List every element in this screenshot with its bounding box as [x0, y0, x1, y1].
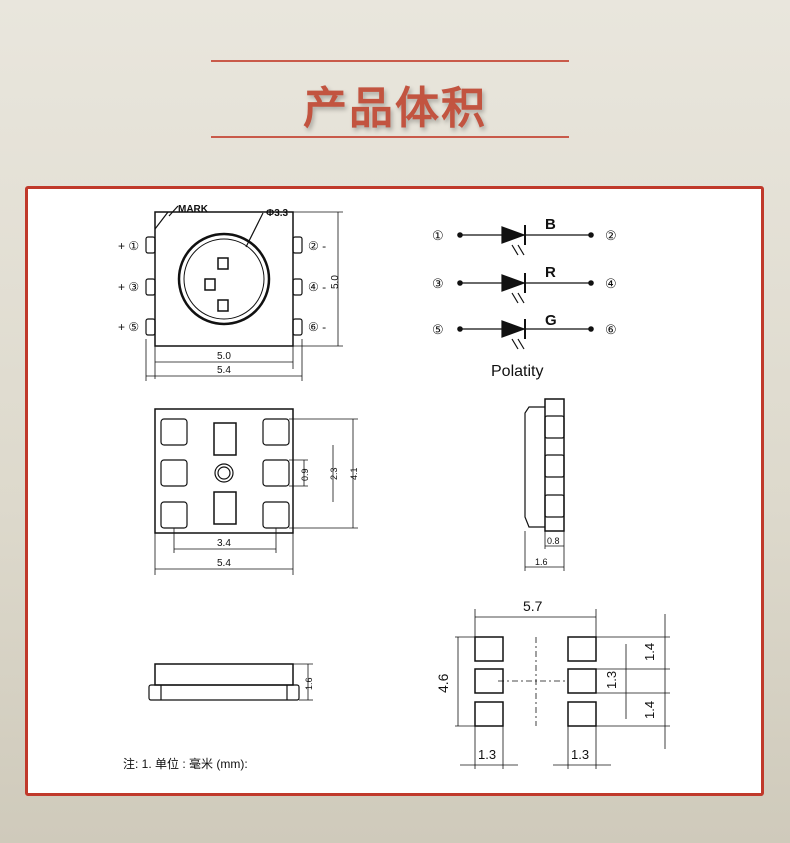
phi-label: Φ3.3 — [266, 208, 289, 219]
circuit-pin-4: ④ — [605, 276, 617, 291]
pin-label-2: ② - — [308, 239, 326, 253]
footprint-dim-width: 5.7 — [523, 598, 543, 614]
footprint-dim-pitch-bottom: 1.4 — [642, 701, 657, 719]
polarity-circuit: ① B ② ③ R ④ ⑤ — [432, 216, 617, 380]
footprint-dim-pad-left: 1.3 — [478, 747, 496, 762]
circuit-row-b: ① B ② — [432, 216, 617, 256]
top-dim-height: 5.0 — [330, 275, 341, 289]
side-dim-width: 1.6 — [535, 557, 548, 567]
footprint-dim-pad-right: 1.3 — [571, 747, 589, 762]
bottom-view: 0.9 2.3 4.1 3.4 5.4 — [154, 408, 359, 575]
side-dim-pad: 0.8 — [547, 536, 560, 546]
pin-label-5: + ⑤ — [118, 320, 139, 334]
circuit-pin-6: ⑥ — [605, 322, 617, 337]
top-dim-width-outer: 5.4 — [217, 365, 231, 376]
top-view: MARK Φ3.3 + ① + ③ + ⑤ ② - ④ - ⑥ - 5.0 5.… — [118, 204, 343, 381]
unit-note: 注: 1. 单位 : 毫米 (mm): — [123, 756, 248, 771]
footprint-dim-pad: 1.3 — [604, 671, 619, 689]
circuit-row-g: ⑤ G ⑥ — [432, 312, 617, 350]
lens-outer — [177, 232, 271, 326]
circuit-pin-2: ② — [605, 228, 617, 243]
dimension-drawing: MARK Φ3.3 + ① + ③ + ⑤ ② - ④ - ⑥ - 5.0 5.… — [118, 204, 670, 771]
title-rule-top — [211, 60, 569, 62]
top-dim-width-inner: 5.0 — [217, 351, 231, 362]
circuit-row-r: ③ R ④ — [432, 264, 617, 304]
footprint-dim-pitch-top: 1.4 — [642, 643, 657, 661]
bottom-dim-pitch: 0.9 — [300, 468, 310, 481]
color-label-b: B — [545, 216, 556, 233]
circuit-pin-3: ③ — [432, 276, 444, 291]
bottom-dim-height: 4.1 — [349, 467, 359, 480]
bottom-dim-mid: 2.3 — [329, 467, 339, 480]
page-title: 产品体积 — [303, 83, 487, 134]
pin-label-4: ④ - — [308, 280, 326, 294]
lens-inner — [183, 238, 265, 320]
color-label-r: R — [545, 264, 556, 281]
footprint-dim-height: 4.6 — [435, 673, 451, 693]
circuit-pin-1: ① — [432, 228, 444, 243]
pin-label-6: ⑥ - — [308, 320, 326, 334]
pin-label-1: + ① — [118, 239, 139, 253]
mark-label: MARK — [178, 204, 209, 215]
front-view: 1.6 — [148, 663, 314, 701]
dimension-drawing-panel: MARK Φ3.3 + ① + ③ + ⑤ ② - ④ - ⑥ - 5.0 5.… — [25, 186, 764, 796]
pin-label-3: + ③ — [118, 280, 139, 294]
side-view: 0.8 1.6 — [524, 398, 565, 571]
title-rule-bottom — [211, 136, 569, 138]
color-label-g: G — [545, 312, 557, 329]
front-dim-height: 1.6 — [304, 677, 314, 690]
polarity-caption: Polatity — [491, 363, 543, 380]
bottom-dim-width: 5.4 — [217, 558, 231, 569]
circuit-pin-5: ⑤ — [432, 322, 444, 337]
pcb-footprint: 5.7 4.6 1.4 1.3 1.4 1.3 1.3 — [435, 598, 670, 769]
bottom-dim-pad-span: 3.4 — [217, 538, 231, 549]
